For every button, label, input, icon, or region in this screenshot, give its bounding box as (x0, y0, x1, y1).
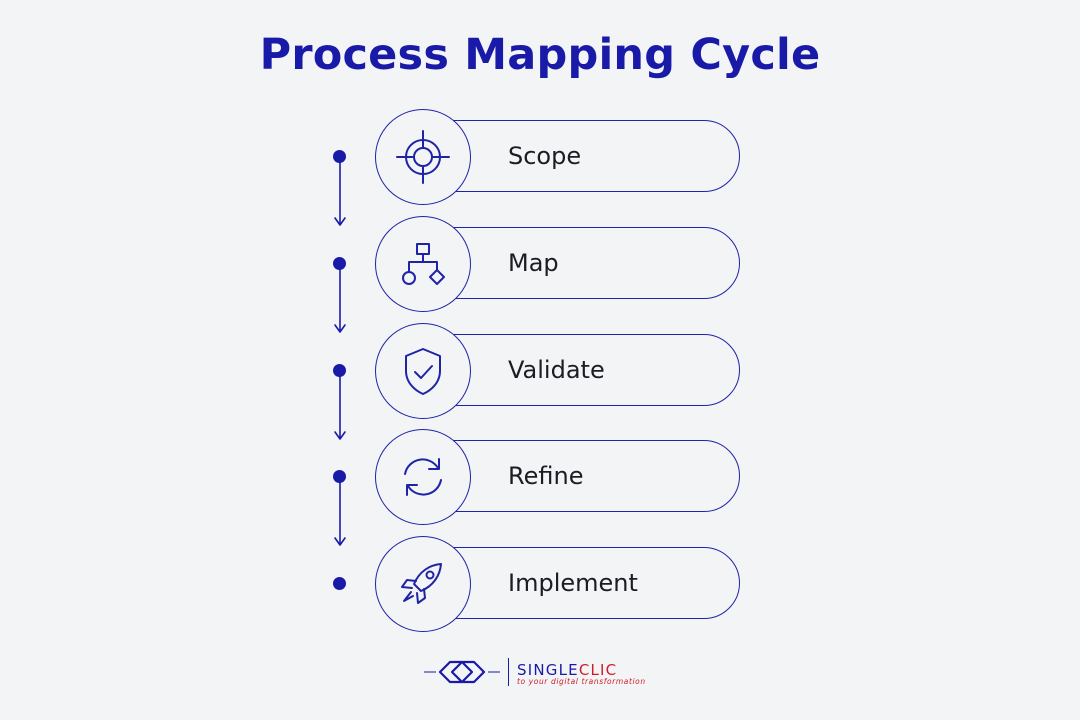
step-scope: Scope (330, 109, 750, 205)
step-icon-circle (375, 109, 471, 205)
refresh-icon (404, 458, 442, 496)
step-icon-circle (375, 429, 471, 525)
step-label: Implement (508, 569, 638, 597)
step-label: Refine (508, 462, 584, 490)
step-label: Scope (508, 142, 582, 170)
step-dot (333, 364, 346, 377)
singleclic-logo-icon (424, 660, 500, 684)
arrow-connector (332, 480, 348, 550)
step-dot (333, 577, 346, 590)
step-label: Validate (508, 356, 605, 384)
step-icon-circle (375, 216, 471, 312)
step-label: Map (508, 249, 559, 277)
brand-tagline: to your digital transformation (517, 677, 646, 686)
step-validate: Validate (330, 323, 750, 419)
step-refine: Refine (330, 429, 750, 525)
arrow-connector (332, 374, 348, 444)
flowchart-icon (402, 243, 445, 285)
step-dot (333, 257, 346, 270)
brand-logo: SINGLECLIC to your digital transformatio… (420, 652, 680, 692)
logo-separator (508, 658, 509, 686)
arrow-connector (332, 160, 348, 230)
step-dot (333, 150, 346, 163)
step-icon-circle (375, 323, 471, 419)
step-dot (333, 470, 346, 483)
step-implement: Implement (330, 536, 750, 632)
rocket-icon (401, 563, 442, 604)
arrow-connector (332, 267, 348, 337)
target-icon (396, 130, 450, 184)
step-icon-circle (375, 536, 471, 632)
page-title: Process Mapping Cycle (259, 30, 821, 80)
step-map: Map (330, 216, 750, 312)
shield-check-icon (405, 348, 441, 395)
brand-name: SINGLECLIC (517, 661, 618, 679)
